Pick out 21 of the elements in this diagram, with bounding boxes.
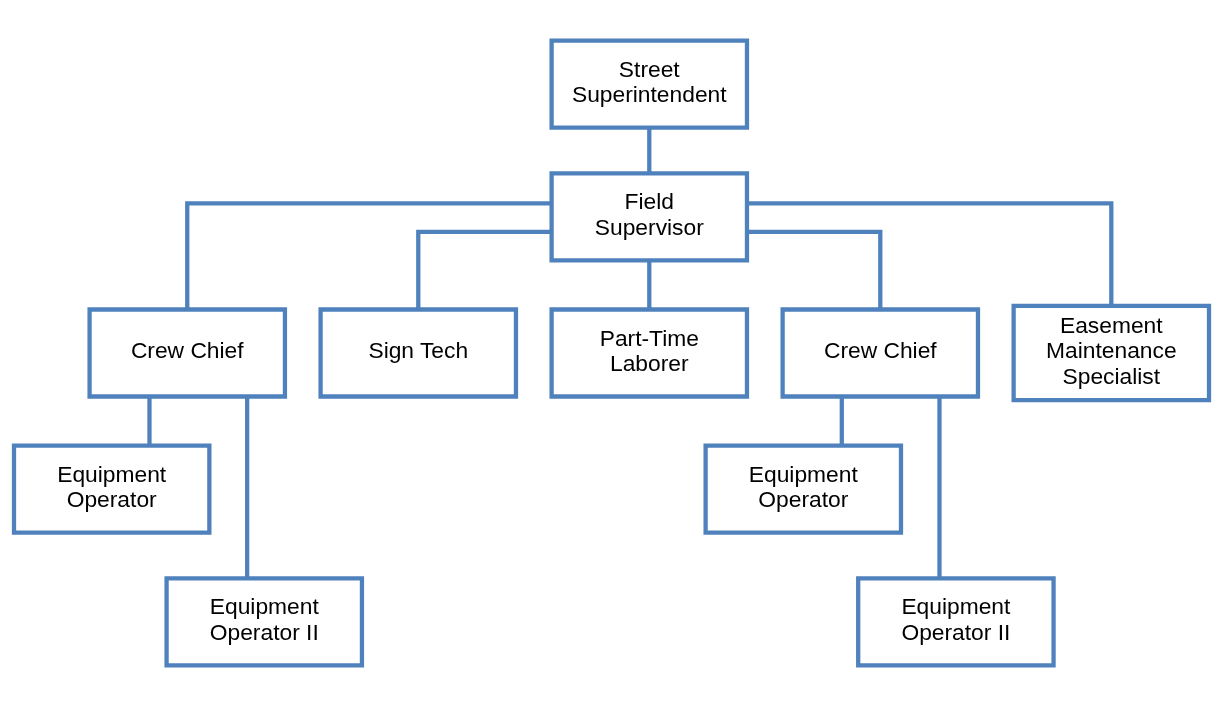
connector bbox=[747, 201, 1114, 306]
connector bbox=[839, 396, 844, 446]
node-box: Part-Time Laborer bbox=[549, 307, 750, 399]
connector bbox=[937, 396, 942, 579]
connector bbox=[647, 128, 652, 174]
connector bbox=[647, 260, 652, 310]
connector bbox=[416, 229, 552, 310]
node-box: Field Supervisor bbox=[549, 171, 750, 263]
connector bbox=[747, 229, 883, 310]
node-box: Sign Tech bbox=[318, 307, 519, 399]
connector bbox=[147, 396, 152, 446]
node-box: Equipment Operator II bbox=[164, 576, 365, 668]
node-box: Crew Chief bbox=[87, 307, 288, 399]
node-box: Equipment Operator II bbox=[856, 576, 1056, 668]
node-box: Crew Chief bbox=[780, 307, 981, 399]
connector bbox=[185, 201, 552, 310]
node-box: Street Superintendent bbox=[549, 38, 750, 130]
node-box: Equipment Operator bbox=[11, 443, 212, 535]
connector bbox=[245, 396, 250, 579]
node-box: Easement Maintenance Specialist bbox=[1011, 303, 1212, 403]
node-box: Equipment Operator bbox=[703, 443, 904, 535]
